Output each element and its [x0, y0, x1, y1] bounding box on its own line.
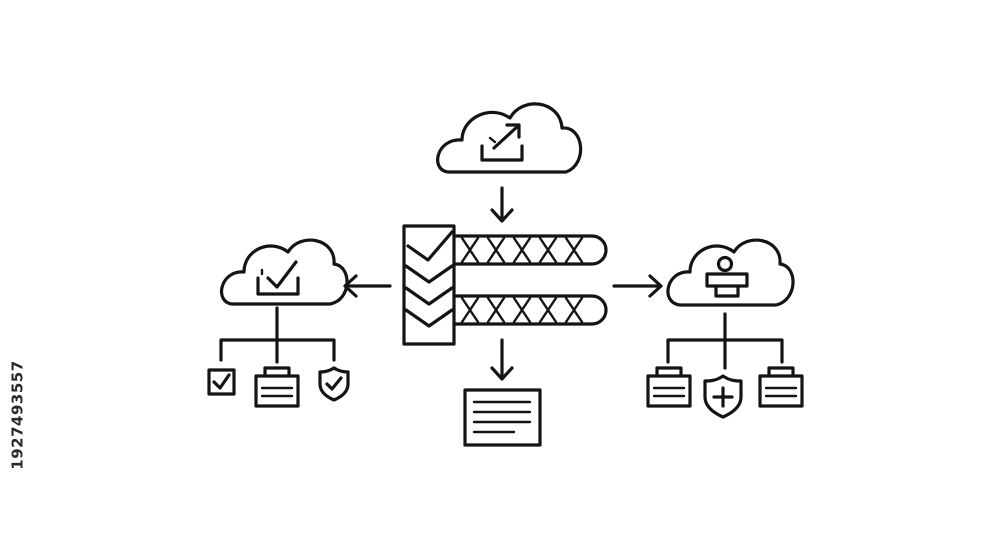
left-cloud [220, 238, 349, 306]
briefcase-icon [758, 366, 804, 408]
left-tree-connector [219, 306, 336, 364]
central-hub [402, 224, 608, 346]
user-on-desk-icon [705, 255, 749, 298]
checkbox-icon [207, 368, 236, 396]
arrow-down-top [490, 186, 514, 223]
lattice-bar-upper [452, 234, 608, 266]
shield-check-icon [318, 366, 350, 402]
arrow-down-bottom [490, 338, 514, 381]
upload-arrow-tray-icon [480, 123, 524, 162]
checkmark-tray-icon [256, 260, 300, 296]
briefcase-icon [646, 366, 692, 408]
top-cloud [436, 102, 583, 174]
shield-plus-icon [703, 374, 743, 419]
right-tree-connector [666, 312, 784, 370]
briefcase-icon [254, 366, 300, 408]
stock-image-id-text: 1927493557 [9, 360, 27, 470]
arrow-right [612, 274, 663, 298]
lattice-bar-lower [452, 294, 608, 326]
chevron-column [404, 230, 454, 328]
text-document-icon [463, 388, 542, 447]
right-cloud [666, 238, 795, 307]
stock-image-id: 1927493557 [4, 300, 32, 530]
arrow-left [343, 274, 392, 298]
